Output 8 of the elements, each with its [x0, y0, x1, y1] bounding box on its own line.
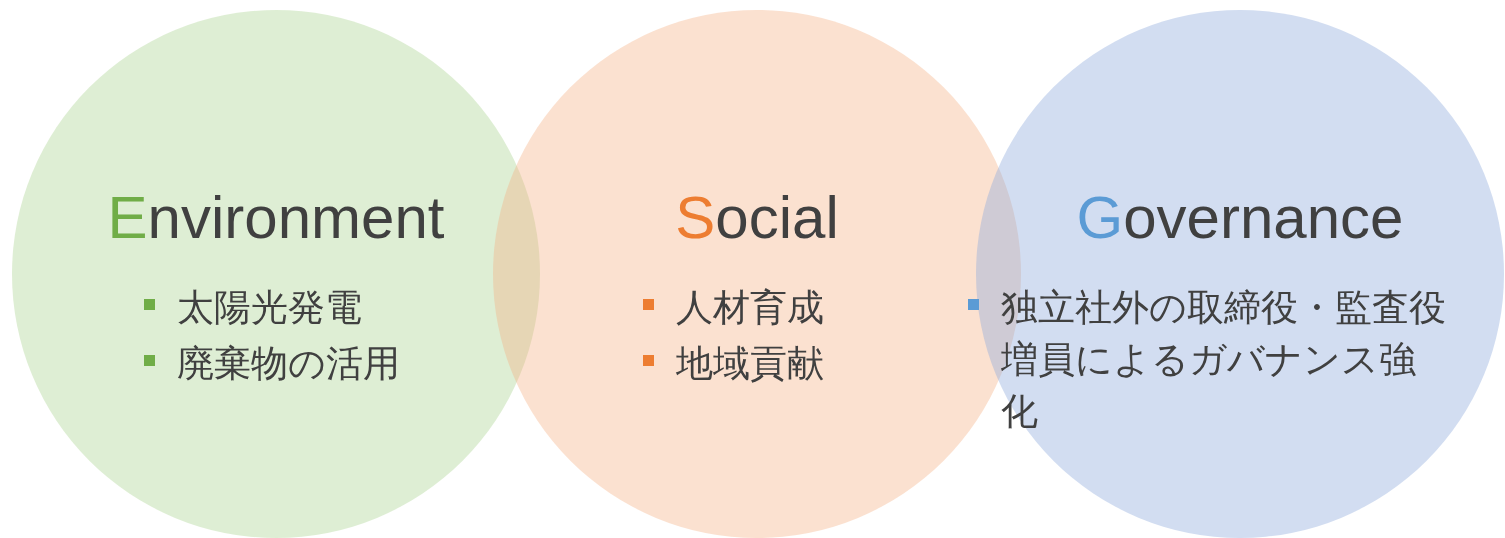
circle-heading: Governance [1075, 183, 1405, 253]
list-item: 人材育成 [676, 285, 825, 331]
circle-heading: Environment [106, 183, 446, 253]
list-item: 廃棄物の活用 [177, 341, 401, 387]
list-item: 地域貢献 [676, 341, 825, 387]
list-item: 太陽光発電 [177, 285, 363, 331]
list-item: 独立社外の取締役・監査役増員によるガバナンス強化 [1001, 285, 1447, 435]
circle-heading: Social [674, 183, 840, 253]
